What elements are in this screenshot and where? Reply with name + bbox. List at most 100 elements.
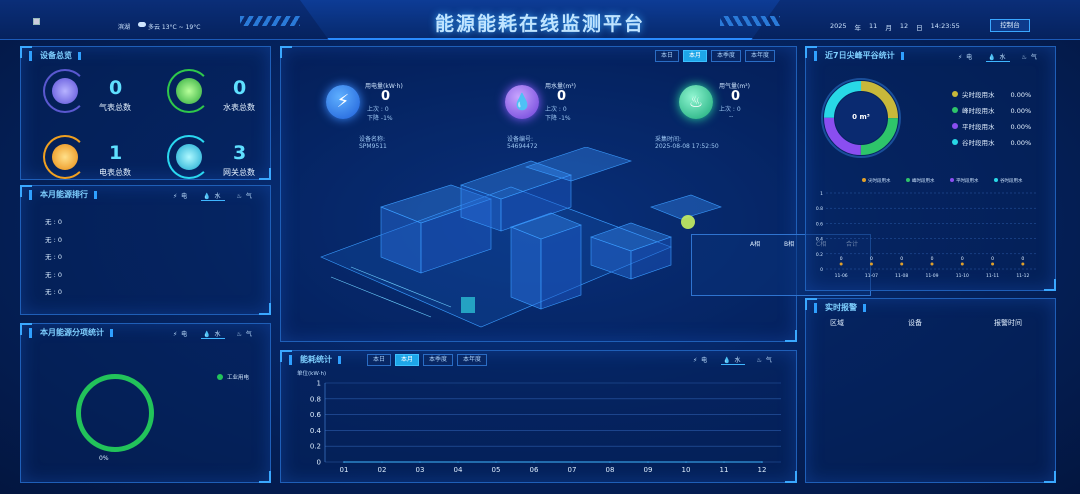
month-items-panel: 本月能源分项统计 ⚡ 电 💧 水 ♨ 气 工业用电 0% — [20, 323, 271, 483]
tab-electric[interactable]: ⚡ 电 — [173, 331, 188, 338]
water-meter-ring — [167, 69, 211, 113]
tab-quarter[interactable]: 本季度 — [423, 354, 454, 366]
tab-gas[interactable]: ♨ 气 — [236, 331, 252, 338]
data-label: 0 — [931, 256, 934, 262]
legend-marker — [906, 178, 910, 182]
page-title: 能源能耗在线监测平台 — [434, 13, 645, 35]
x-tick-label: 02 — [378, 466, 387, 474]
x-tick-label: 11 — [720, 466, 729, 474]
alarm-col-time: 报警时间 — [994, 319, 1022, 327]
legend-dot — [217, 374, 223, 380]
legend-label: 尖时段用水 — [868, 177, 891, 184]
data-label: 0 — [961, 256, 964, 262]
x-tick-label: 01 — [340, 466, 349, 474]
y-axis-label: 单位(kW·h) — [297, 369, 326, 377]
data-label: 0 — [900, 256, 903, 262]
list-item: 无 : 0 — [45, 218, 62, 226]
alarm-title: 实时报警 — [814, 303, 866, 313]
tab-year[interactable]: 本年度 — [457, 354, 488, 366]
peak-valley-donut — [821, 78, 901, 158]
tab-year[interactable]: 本年度 — [745, 50, 776, 62]
tab-today[interactable]: 本日 — [367, 354, 392, 366]
water-metric-last: 上次 : 0 — [545, 106, 567, 113]
data-label: 0 — [870, 256, 873, 262]
bar-marker — [960, 262, 964, 266]
date-day-unit: 日 — [916, 24, 923, 32]
water-metric-value: 0 — [557, 89, 567, 104]
legend-label: 平时段用水 — [956, 177, 979, 184]
water-meter-label: 水表总数 — [223, 103, 255, 112]
tab-electric-label: 电 — [701, 357, 708, 364]
tab-today[interactable]: 本日 — [655, 50, 680, 62]
x-tick-label: 11-07 — [865, 273, 878, 279]
donut-ring — [76, 374, 154, 452]
time: 14:23:55 — [930, 22, 960, 30]
data-point — [533, 461, 535, 463]
alarm-col-device: 设备 — [908, 319, 922, 327]
tab-gas[interactable]: ♨ 气 — [236, 193, 252, 200]
electric-meter-count: 1 — [109, 142, 123, 164]
peak-valley-tabs: ⚡ 电 💧 水 ♨ 气 — [956, 52, 1041, 62]
console-button[interactable]: 控制台 — [990, 19, 1030, 32]
weather-text: 多云 13°C ~ 19°C — [148, 24, 201, 31]
gas-meter-ring — [43, 69, 87, 113]
tab-water-label: 水 — [214, 193, 221, 200]
month-ranking-tabs: ⚡ 电 💧 水 ♨ 气 — [171, 191, 256, 201]
tab-electric[interactable]: ⚡ 电 — [173, 193, 188, 200]
x-tick-label: 09 — [644, 466, 653, 474]
tab-electric[interactable]: ⚡ 电 — [958, 54, 973, 61]
legend-marker — [950, 178, 954, 182]
weather-location: 滨湖 — [118, 24, 131, 31]
bar-marker — [930, 262, 934, 266]
y-tick-label: 0 — [820, 267, 823, 273]
tab-water-label: 水 — [999, 54, 1006, 61]
gas-meter-count: 0 — [109, 77, 123, 99]
data-point — [685, 461, 687, 463]
tab-gas[interactable]: ♨ 气 — [756, 357, 772, 364]
campus-illustration — [320, 147, 722, 328]
tab-quarter[interactable]: 本季度 — [711, 50, 742, 62]
tab-water[interactable]: 💧 水 — [201, 191, 225, 201]
device-overview-panel: 设备总览 0 气表总数 0 水表总数 1 电表总数 3 网关总数 — [20, 46, 271, 180]
data-point — [761, 461, 763, 463]
x-tick-label: 08 — [606, 466, 615, 474]
gas-flame-icon: ♨ — [679, 85, 713, 119]
header-title-plate — [300, 0, 780, 40]
gas-metric-trend: -- — [729, 113, 734, 120]
water-metric-trend: 下降 -1% — [545, 115, 571, 122]
tab-gas-label: 气 — [765, 357, 772, 364]
y-tick-label: 0.4 — [310, 427, 322, 435]
bar-marker — [869, 262, 873, 266]
consumption-period-tabs: 本日 本月 本季度 本年度 — [367, 354, 488, 366]
peak-valley-title: 近7日尖峰平谷统计 — [814, 51, 904, 61]
gas-metric-value: 0 — [731, 89, 741, 104]
alarm-col-area: 区域 — [830, 319, 844, 327]
y-tick-label: 0.2 — [816, 252, 823, 258]
legend-label: 工业用电 — [227, 375, 250, 381]
tab-electric[interactable]: ⚡ 电 — [693, 357, 708, 364]
device-id-value: 54694472 — [507, 143, 538, 150]
x-tick-label: 11-09 — [925, 273, 938, 279]
legend-marker — [862, 178, 866, 182]
y-tick-label: 0 — [317, 459, 321, 467]
tab-month[interactable]: 本月 — [395, 354, 420, 366]
x-tick-label: 04 — [454, 466, 463, 474]
month-items-tabs: ⚡ 电 💧 水 ♨ 气 — [171, 329, 256, 339]
tab-water[interactable]: 💧 水 — [201, 329, 225, 339]
tab-month[interactable]: 本月 — [683, 50, 708, 62]
bar-marker — [900, 262, 904, 266]
tab-water[interactable]: 💧 水 — [721, 355, 745, 365]
y-tick-label: 0.6 — [310, 411, 322, 419]
popup-col-b: B相 — [784, 241, 795, 248]
center-panel: 本日 本月 本季度 本年度 ⚡ 用电量(kW·h) 0 上次 : 0 下降 -1… — [280, 46, 871, 342]
x-tick-label: 12 — [758, 466, 767, 474]
device-name-label: 设备名称: — [359, 136, 386, 143]
popup-col-a: A相 — [750, 241, 761, 248]
tab-gas[interactable]: ♨ 气 — [1021, 54, 1037, 61]
gas-meter-label: 气表总数 — [99, 103, 131, 112]
tab-water[interactable]: 💧 水 — [986, 52, 1010, 62]
x-tick-label: 11-06 — [835, 273, 848, 279]
